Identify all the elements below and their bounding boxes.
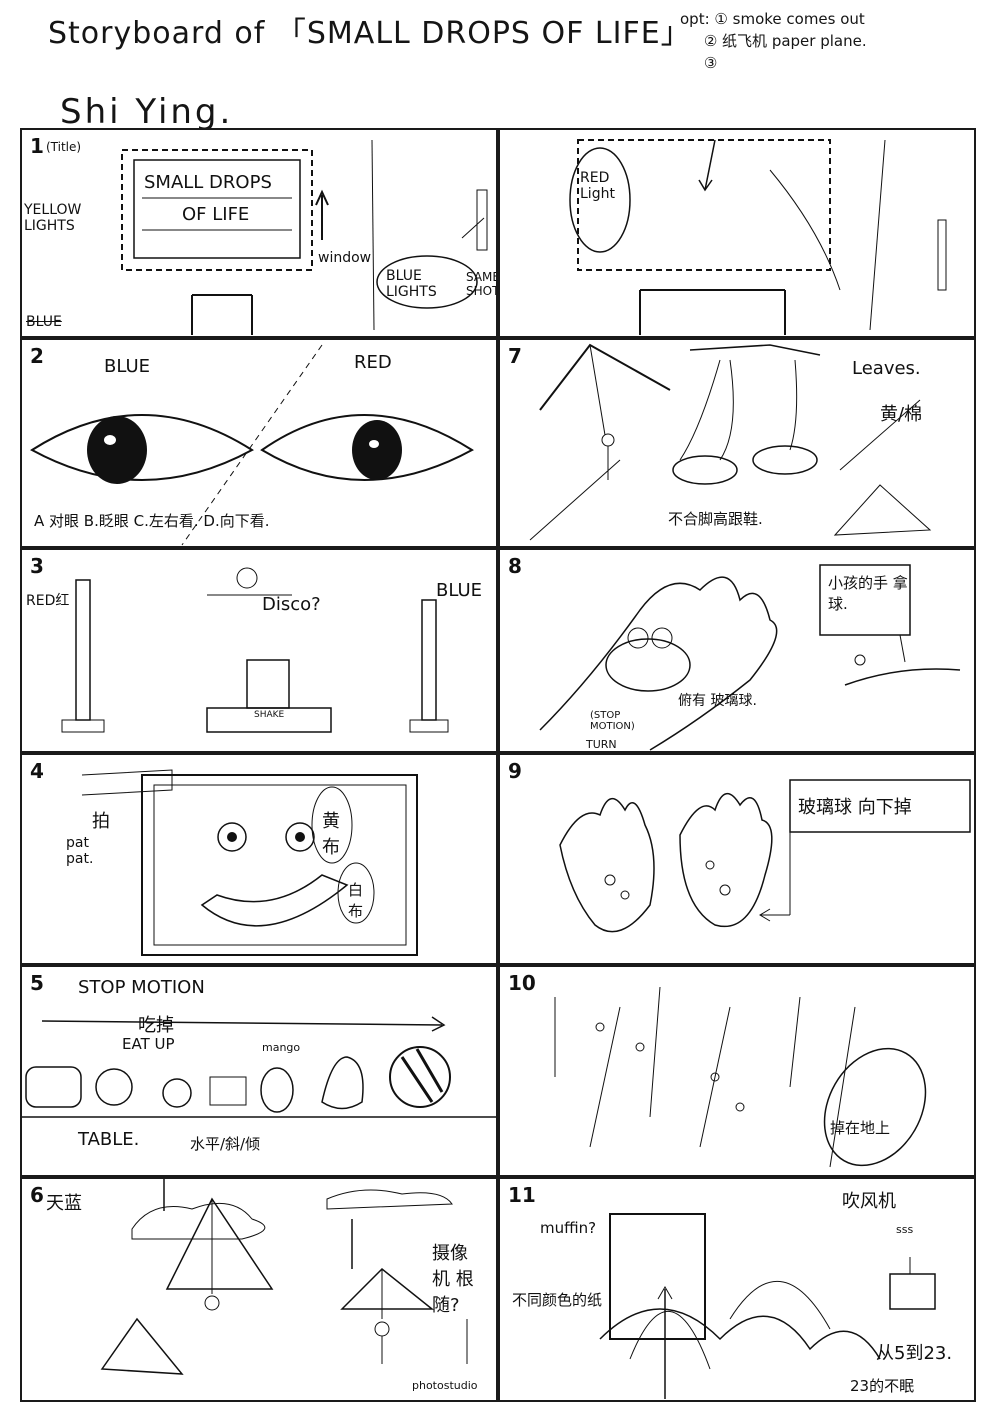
panel-3-sketch — [61, 567, 449, 733]
mango-label: mango — [262, 1041, 301, 1054]
panel-1: 1 (Title) SMALL DROPS OF LIFE YELLOW LIG… — [20, 128, 498, 338]
panel-3-number: 3 — [30, 554, 44, 578]
panel-11: 11 muffin? 不同颜色的纸 吹风机 sss 从5到23. 23的不眠 — [498, 1177, 976, 1402]
option-1: ① smoke comes out — [714, 10, 865, 28]
panel-2-sketch — [30, 344, 474, 546]
glass-ball-down-label: 玻璃球 向下掉 — [798, 797, 912, 818]
panel-9: 9 玻璃球 向下掉 — [498, 753, 976, 965]
panel-5-number: 5 — [30, 971, 44, 995]
panel-1b-sketch — [569, 139, 947, 335]
pat-label: pat pat. — [66, 835, 94, 867]
white-cloth-label: 白布 — [348, 881, 364, 920]
paper-colors-label: 不同颜色的纸 — [512, 1291, 603, 1309]
options-label: opt: — [680, 10, 710, 28]
panel-10-sketch — [554, 986, 927, 1168]
stop-motion-title: STOP MOTION — [78, 977, 205, 998]
panel-5-sketch — [22, 1016, 496, 1118]
panel-1-sketch — [121, 139, 488, 335]
option-3: ③ — [703, 54, 718, 72]
yellow-cloth-label: 黄布 — [322, 811, 340, 858]
eye-options: A 对眼 B.眨眼 C.左右看. D.向下看. — [34, 512, 270, 530]
camera-label: 摄像机 根随? — [432, 1243, 474, 1316]
stop-motion-label: (STOP MOTION) — [590, 710, 635, 732]
shake-label: SHAKE — [254, 710, 285, 720]
blue-label: BLUE — [104, 356, 151, 377]
author-name: Shi Ying. — [60, 92, 234, 132]
panel-3: 3 RED红 Disco? BLUE SHAKE — [20, 548, 498, 753]
panel-6: 6 天蓝 摄像机 根随? photostudio — [20, 1177, 498, 1402]
hair-dryer-label: 吹风机 — [842, 1191, 896, 1212]
window-label: window — [318, 250, 372, 266]
leaves-label: Leaves. — [852, 358, 921, 379]
yellow-lights-label: YELLOW LIGHTS — [24, 202, 82, 234]
panel-5: 5 STOP MOTION 吃掉 EAT UP mango TABLE. 水平/… — [20, 965, 498, 1177]
disco-label: Disco? — [262, 594, 321, 615]
blue-lights-label: BLUE LIGHTS — [386, 268, 437, 300]
sss-label: sss — [896, 1223, 914, 1236]
storyboard-title: Storyboard of 「SMALL DROPS OF LIFE」 — [48, 16, 692, 51]
panel-2-number: 2 — [30, 344, 44, 368]
panel-9-number: 9 — [508, 759, 522, 783]
panel-4-sketch — [81, 769, 418, 956]
muffin-label: muffin? — [540, 1219, 597, 1237]
same-shot-label: SAME SHOT — [466, 270, 498, 298]
panel-8-number: 8 — [508, 554, 522, 578]
blue-crossed-label: BLUE — [26, 314, 62, 330]
sleepless-label: 23的不眠 — [850, 1377, 915, 1395]
drop-note: 掉在地上 — [830, 1119, 891, 1137]
panel-10-number: 10 — [508, 971, 536, 995]
panel-7-number: 7 — [508, 344, 522, 368]
sign-line-2: OF LIFE — [182, 204, 250, 225]
red-label-3: RED红 — [26, 593, 70, 609]
panel-7-sketch — [529, 343, 932, 541]
glass-ball-label: 俯有 玻璃球. — [678, 693, 757, 709]
turn-label: TURN — [586, 738, 617, 751]
panel-4-number: 4 — [30, 759, 44, 783]
eat-cn-label: 吃掉 — [138, 1015, 174, 1036]
panel-11-number: 11 — [508, 1183, 536, 1207]
photostudio-label: photostudio — [412, 1379, 478, 1392]
table-label: TABLE. — [78, 1129, 140, 1150]
panel-1-number: 1 — [30, 134, 44, 158]
panel-7: 7 Leaves. 黄/棉 不合脚高跟鞋. — [498, 338, 976, 548]
panel-1b: RED Light — [498, 128, 976, 338]
options-note: opt: ① smoke comes out ② 纸飞机 paper plane… — [680, 8, 867, 74]
panel-1-title-tag: (Title) — [46, 140, 82, 154]
panel-4: 4 拍 pat pat. 黄布 白布 — [20, 753, 498, 965]
kid-hand-label: 小孩的手 拿球. — [828, 574, 908, 613]
red-light-label: RED Light — [580, 170, 615, 202]
panel-6-number: 6 — [30, 1183, 44, 1207]
panel-9-sketch — [559, 779, 971, 933]
panel-8-sketch — [539, 564, 961, 751]
sky-label: 天蓝 — [46, 1193, 82, 1214]
eat-up-label: EAT UP — [122, 1035, 175, 1053]
table-options: 水平/斜/倾 — [190, 1135, 261, 1153]
shoes-label: 不合脚高跟鞋. — [668, 510, 763, 528]
blue-label-3: BLUE — [436, 580, 483, 601]
panel-6-sketch — [100, 1179, 468, 1375]
red-label: RED — [354, 352, 392, 373]
panel-2: 2 BLUE RED A 对眼 B.眨眼 C.左右看. D.向下看. — [20, 338, 498, 548]
sign-line-1: SMALL DROPS — [144, 172, 272, 193]
panel-8: 8 小孩的手 拿球. (STOP MOTION) TURN 俯有 玻璃球. — [498, 548, 976, 753]
yellow-cotton-label: 黄/棉 — [880, 404, 923, 425]
pat-cn-label: 拍 — [92, 811, 110, 832]
from-5-to-23-label: 从5到23. — [876, 1343, 953, 1364]
option-2: ② 纸飞机 paper plane. — [703, 32, 867, 50]
panel-11-sketch — [599, 1213, 936, 1399]
panel-10: 10 掉在地上 — [498, 965, 976, 1177]
